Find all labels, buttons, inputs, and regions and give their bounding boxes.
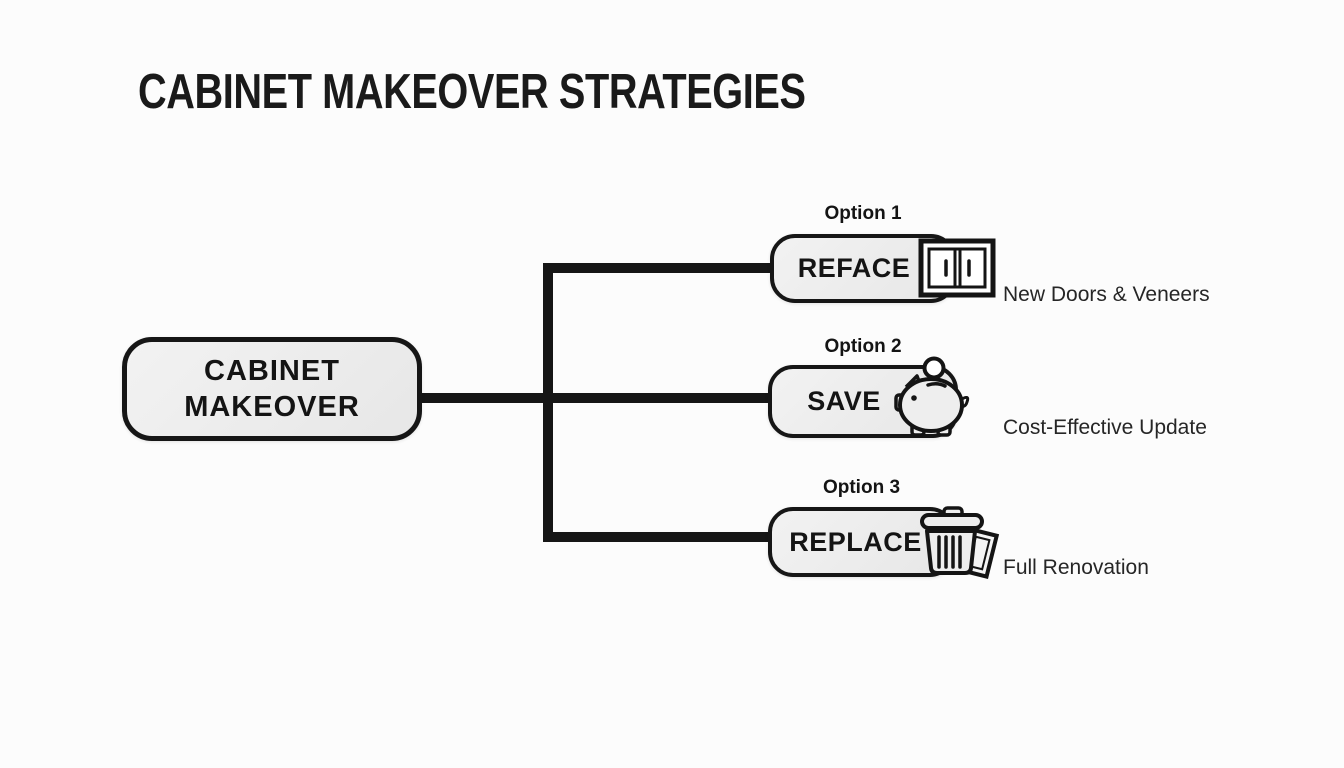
option-3-caption: Full Renovation — [1003, 556, 1149, 579]
option-2-label: SAVE — [807, 386, 881, 416]
option-2-caption: Cost-Effective Update — [1003, 416, 1207, 439]
connector-middle-branch — [418, 393, 770, 403]
connector-bottom-branch — [543, 532, 772, 542]
connector-trunk — [543, 263, 553, 542]
root-node-label: CABINET MAKEOVER — [184, 354, 360, 423]
option-3-label: REPLACE — [789, 526, 922, 557]
cabinet-doors-icon — [918, 238, 996, 298]
piggy-bank-icon — [894, 356, 970, 437]
option-1-label: REFACE — [797, 253, 911, 283]
page-title: CABINET MAKEOVER STRATEGIES — [138, 65, 806, 119]
option-3-node-replace: REPLACE — [768, 507, 955, 577]
option-3-tag: Option 3 — [822, 477, 901, 498]
root-node-cabinet-makeover: CABINET MAKEOVER — [122, 337, 422, 441]
trash-can-icon — [920, 506, 1000, 579]
option-2-tag: Option 2 — [824, 336, 902, 357]
option-1-caption: New Doors & Veneers — [1003, 283, 1210, 306]
connector-top-branch — [543, 263, 772, 273]
option-1-tag: Option 1 — [824, 203, 902, 224]
